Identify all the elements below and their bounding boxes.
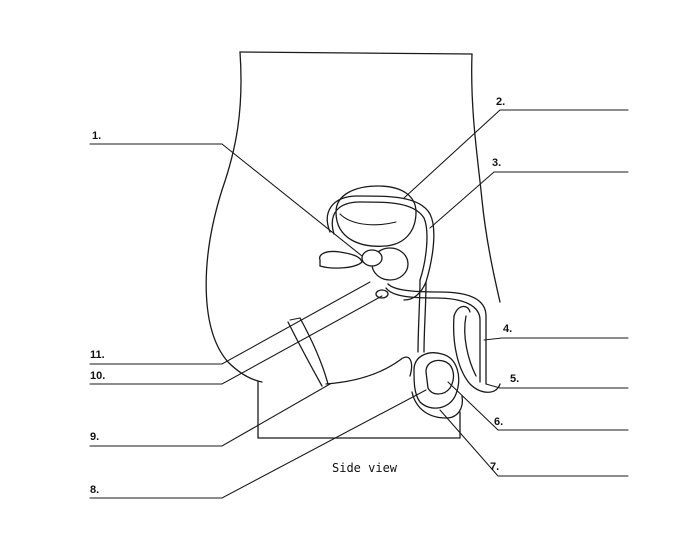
label-4: 4.: [503, 323, 513, 335]
leader-5: [485, 383, 629, 389]
label-6: 6.: [494, 416, 504, 428]
leader-1: [89, 143, 363, 257]
label-1: 1.: [92, 130, 102, 142]
leader-lines: [89, 109, 629, 499]
leader-11: [89, 281, 371, 365]
leader-9: [89, 383, 331, 447]
internal-organs: [319, 185, 487, 419]
label-3: 3.: [492, 157, 502, 169]
label-7: 7.: [490, 461, 500, 473]
caption: Side view: [332, 461, 398, 475]
leader-10: [89, 295, 383, 385]
leader-7: [439, 409, 629, 477]
label-2: 2.: [496, 96, 506, 108]
label-11: 11.: [90, 349, 105, 361]
label-9: 9.: [90, 431, 100, 443]
leader-4: [483, 337, 629, 341]
bladder: [335, 185, 417, 247]
inner-gland: [361, 249, 383, 267]
bulbourethral-gland: [375, 289, 389, 299]
leader-3: [429, 171, 629, 229]
leader-8: [89, 389, 427, 499]
leader-6: [447, 381, 629, 431]
label-10: 10.: [90, 370, 106, 382]
label-5: 5.: [510, 373, 520, 385]
body-outline: [205, 51, 501, 439]
seminal-vesicle: [319, 250, 363, 269]
leader-2: [403, 109, 629, 199]
epididymis: [425, 359, 455, 395]
label-8: 8.: [90, 484, 100, 496]
